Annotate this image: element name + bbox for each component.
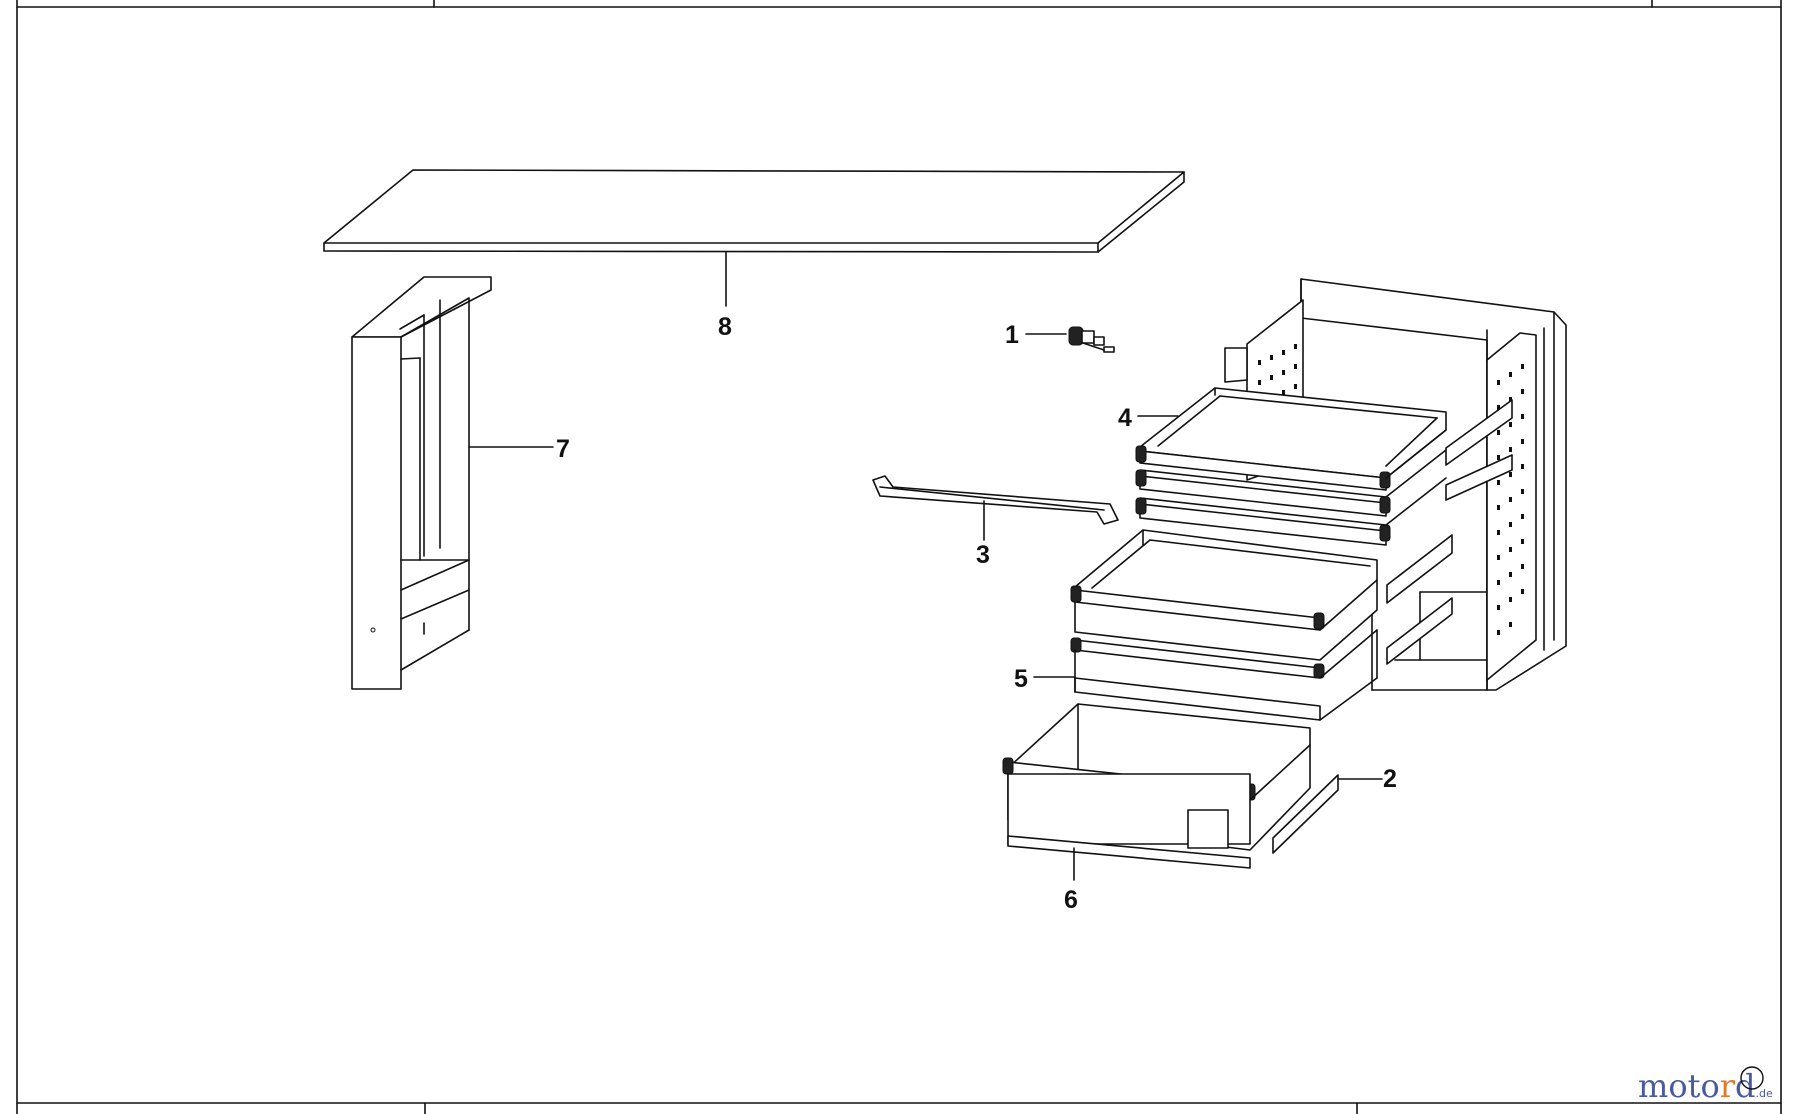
drawing-frame	[16, 0, 1782, 1114]
callout-5: 5	[1014, 665, 1028, 693]
callout-7: 7	[556, 435, 570, 463]
callout-6: 6	[1064, 886, 1078, 914]
shallow-drawers-part-4	[1135, 387, 1447, 546]
drawer-slides	[1386, 399, 1513, 665]
svg-text:motord.de: motord.de	[1638, 1067, 1773, 1105]
callout-4: 4	[1118, 404, 1132, 432]
motordl-watermark-logo: motord.de	[1638, 1066, 1773, 1105]
cabinet-carcass	[1224, 278, 1567, 691]
callout-8: 8	[718, 313, 732, 341]
callout-1: 1	[1005, 321, 1019, 349]
callout-labels: 8 7 1 4 3 5 2 6	[556, 313, 1397, 914]
deep-drawer-part-6	[1002, 703, 1383, 881]
callout-2: 2	[1383, 765, 1397, 793]
watermark-suffix: .de	[1756, 1087, 1773, 1100]
handle-part-3	[872, 475, 1119, 541]
watermark-part2: r	[1720, 1067, 1736, 1105]
copyright-icon	[1740, 1066, 1764, 1090]
leg-frame-part-7	[351, 276, 554, 690]
watermark-part1: moto	[1638, 1067, 1720, 1105]
medium-drawers-part-5	[1033, 529, 1378, 721]
worktop-part-8	[323, 169, 1185, 307]
lock-part-1	[1025, 326, 1115, 353]
callout-3: 3	[976, 541, 990, 569]
